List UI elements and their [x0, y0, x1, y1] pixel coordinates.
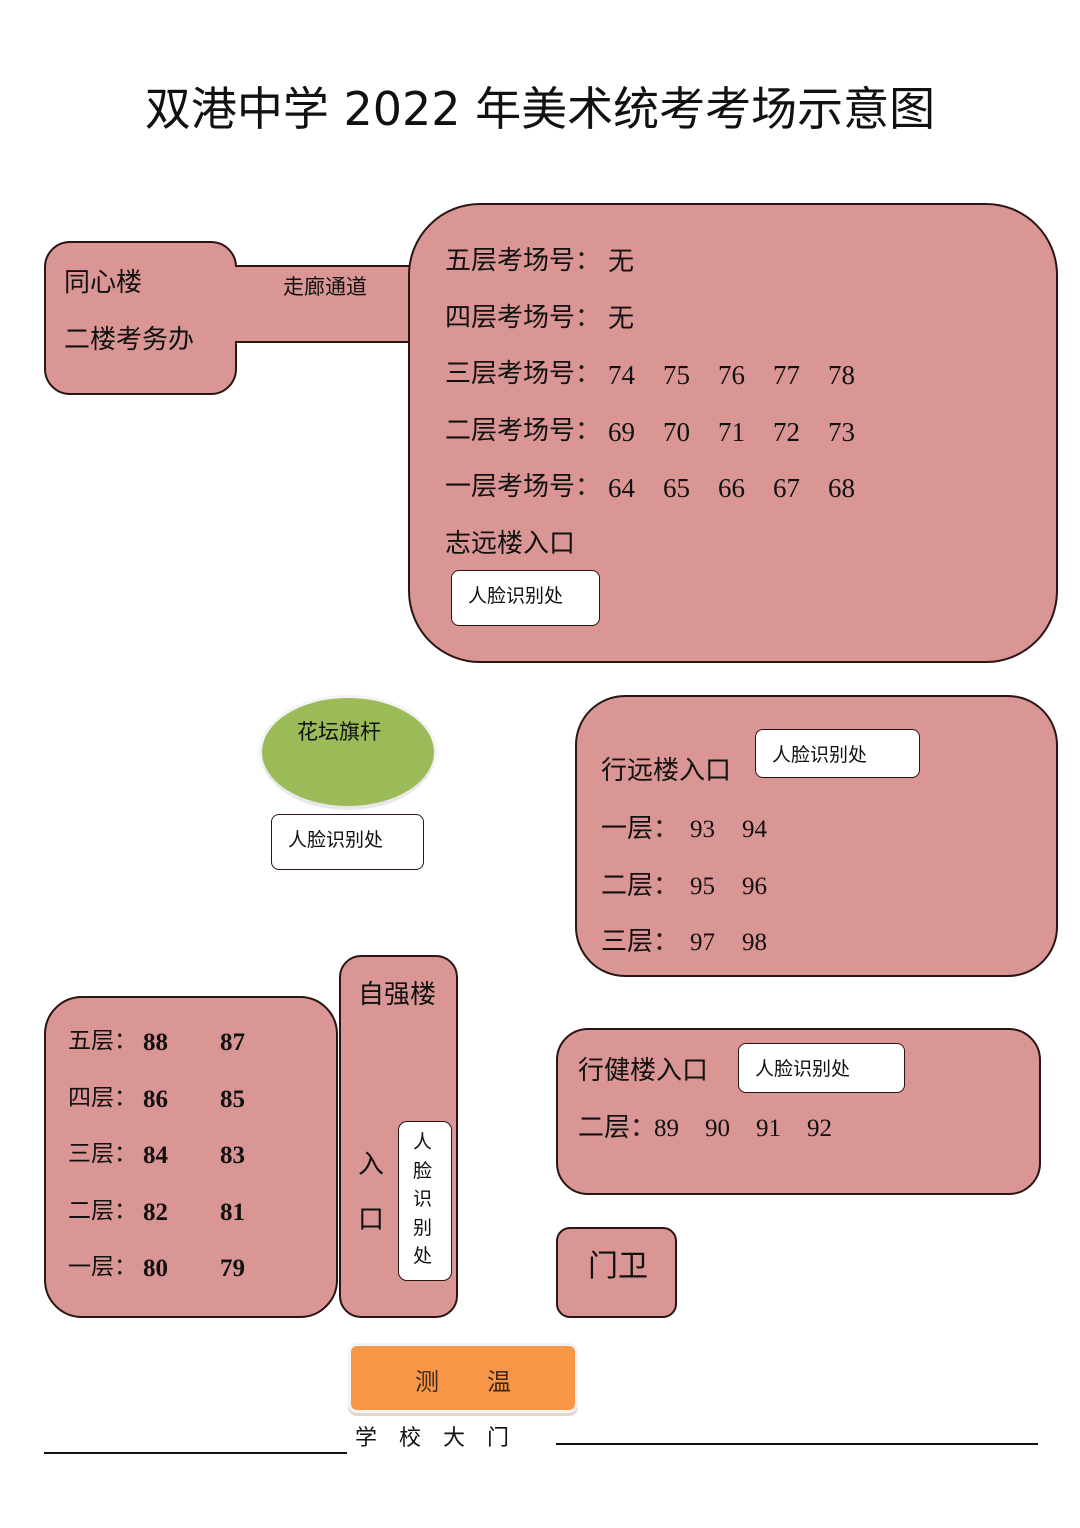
zhiyuan-floor-label: 五层考场号：	[445, 246, 602, 276]
xingjian-entrance: 行健楼入口	[578, 1056, 709, 1086]
face-recognition-char: 脸	[413, 1159, 433, 1182]
zhiyuan-room-number: 77	[773, 360, 800, 390]
gate-line-left	[44, 1452, 347, 1454]
xingyuan-room-number: 98	[742, 929, 767, 956]
face-recognition-char: 人	[413, 1131, 433, 1153]
face-recognition-char: 处	[413, 1245, 433, 1267]
ziqiang-room-number: 82	[143, 1198, 168, 1226]
ziqiang-entrance-2: 口	[358, 1205, 385, 1235]
xingjian-room-number: 90	[705, 1115, 730, 1142]
ziqiang-floor-label: 四层：	[68, 1084, 137, 1111]
zhiyuan-room-number: 66	[718, 473, 745, 503]
zhiyuan-floor-label: 一层考场号：	[445, 472, 602, 502]
face-recognition-xingyuan: 人脸识别处	[755, 729, 920, 778]
ziqiang-floor-label: 五层：	[68, 1028, 137, 1054]
ziqiang-room-number: 85	[220, 1085, 245, 1113]
face-recognition-char: 别	[413, 1216, 433, 1239]
xingjian-floor-label: 二层：	[578, 1113, 657, 1143]
xingyuan-room-number: 94	[742, 816, 767, 843]
zhiyuan-room-number: 76	[718, 360, 745, 390]
ziqiang-room-number: 79	[220, 1255, 245, 1282]
xingyuan-room-number: 95	[690, 872, 715, 900]
xingyuan-floor-label: 一层：	[601, 814, 680, 844]
ziqiang-room-number: 83	[220, 1142, 245, 1169]
gate-line-right	[556, 1443, 1038, 1445]
xingyuan-entrance: 行远楼入口	[601, 756, 732, 786]
tongxin-building	[44, 241, 237, 395]
ziqiang-room-number: 88	[143, 1029, 168, 1056]
zhiyuan-room-number: 70	[663, 416, 690, 447]
xingjian-room-number: 91	[756, 1115, 781, 1142]
ziqiang-floor-label: 一层：	[68, 1254, 137, 1280]
zhiyuan-room-number: 74	[608, 360, 635, 390]
zhiyuan-room-number: 68	[828, 473, 855, 503]
tongxin-name: 同心楼	[64, 268, 143, 298]
tongxin-office: 二楼考务办	[64, 325, 195, 355]
ziqiang-entrance-1: 入	[358, 1150, 385, 1180]
xingyuan-room-number: 97	[690, 929, 715, 956]
zhiyuan-floor-label: 四层考场号：	[445, 302, 602, 333]
face-recognition-xingjian: 人脸识别处	[738, 1043, 905, 1093]
zhiyuan-room-number: 71	[718, 416, 745, 447]
page-title: 双港中学 2022 年美术统考考场示意图	[144, 82, 936, 136]
ziqiang-floor-label: 三层：	[68, 1141, 137, 1167]
flowerbed-label: 花坛旗杆	[297, 720, 381, 744]
ziqiang-room-number: 81	[220, 1198, 245, 1226]
xingyuan-floor-label: 二层：	[601, 870, 680, 901]
school-gate-label: 学 校 大 门	[355, 1426, 510, 1451]
ziqiang-left-wing	[44, 996, 338, 1318]
flowerbed-flagpole	[262, 698, 434, 806]
zhiyuan-entrance: 志远楼入口	[445, 529, 576, 559]
corridor-label: 走廊通道	[283, 275, 367, 299]
zhiyuan-floor-label: 三层考场号：	[445, 359, 602, 389]
ziqiang-room-number: 86	[143, 1085, 168, 1113]
ziqiang-name: 自强楼	[358, 980, 437, 1010]
xingjian-room-number: 89	[654, 1115, 679, 1142]
face-recognition-ziqiang	[398, 1121, 452, 1281]
face-recognition-zhiyuan: 人脸识别处	[451, 570, 600, 626]
zhiyuan-room-number: 无	[608, 247, 635, 277]
zhiyuan-room-number: 64	[608, 473, 635, 503]
zhiyuan-room-number: 78	[828, 360, 855, 390]
ziqiang-room-number: 84	[143, 1142, 168, 1169]
ziqiang-room-number: 80	[143, 1255, 168, 1282]
xingyuan-room-number: 93	[690, 816, 715, 843]
xingyuan-room-number: 96	[742, 872, 767, 900]
zhiyuan-room-number: 69	[608, 416, 635, 447]
zhiyuan-room-number: 72	[773, 416, 800, 447]
zhiyuan-room-number: 无	[608, 303, 635, 334]
temperature-check	[348, 1343, 578, 1413]
ziqiang-room-number: 87	[220, 1029, 245, 1056]
ziqiang-floor-label: 二层：	[68, 1197, 137, 1224]
temperature-label: 测 温	[415, 1368, 511, 1396]
face-recognition-char: 识	[413, 1188, 433, 1210]
face-recognition-flowerbed: 人脸识别处	[271, 814, 424, 870]
guard-label: 门卫	[588, 1249, 648, 1284]
corridor	[235, 265, 410, 343]
zhiyuan-floor-label: 二层考场号：	[445, 415, 602, 446]
zhiyuan-room-number: 65	[663, 473, 690, 503]
xingyuan-floor-label: 三层：	[601, 927, 680, 957]
zhiyuan-room-number: 73	[828, 416, 855, 447]
guard-house	[556, 1227, 677, 1318]
zhiyuan-room-number: 67	[773, 473, 800, 503]
xingjian-room-number: 92	[807, 1115, 832, 1142]
zhiyuan-room-number: 75	[663, 360, 690, 390]
